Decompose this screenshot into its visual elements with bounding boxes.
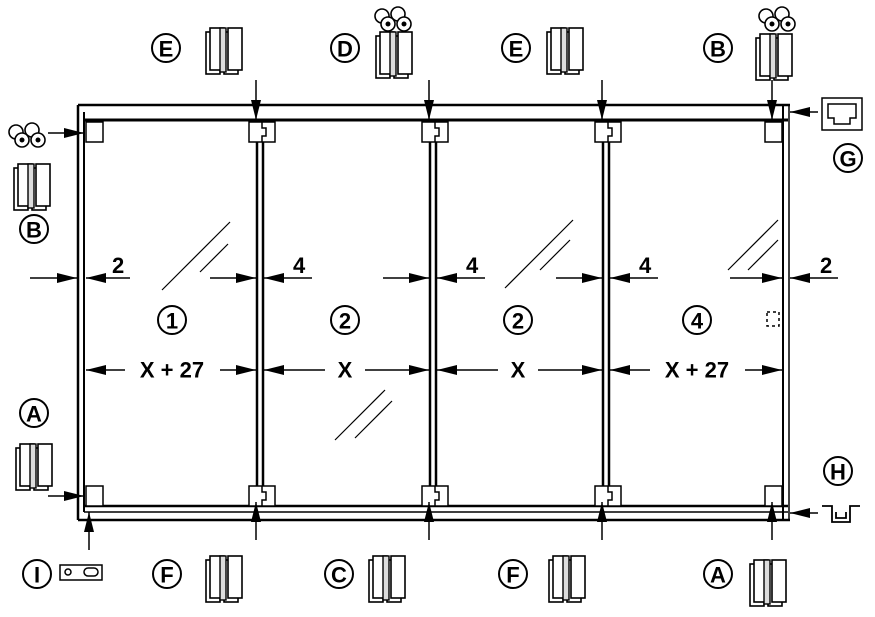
- width-panel-4: X + 27: [665, 358, 729, 383]
- svg-text:D: D: [337, 37, 353, 62]
- pivot-blocks: [85, 121, 783, 507]
- label-B-left: B: [19, 214, 49, 244]
- label-A-bottom-right: A: [703, 559, 733, 589]
- gap-1-2: 4: [293, 253, 306, 278]
- hinge-C-icon: [368, 555, 406, 603]
- hinge-A-left-icon: [15, 443, 53, 491]
- gap-2-4: 4: [639, 253, 652, 278]
- svg-text:E: E: [509, 37, 524, 62]
- label-F-bottom-right: F: [498, 559, 528, 589]
- svg-text:H: H: [830, 460, 846, 485]
- gap-right: 2: [820, 253, 832, 278]
- label-H-right: H: [823, 456, 853, 486]
- rail-profile-H-icon: [822, 505, 860, 523]
- pointer-arrows: [48, 80, 818, 550]
- svg-text:F: F: [506, 563, 519, 588]
- svg-text:I: I: [34, 563, 40, 588]
- label-D-top: D: [330, 33, 360, 63]
- hinge-F-right-icon: [548, 555, 586, 603]
- label-I-bottom: I: [22, 559, 52, 589]
- panel-dividers: [255, 140, 611, 488]
- hinge-F-icon: [205, 555, 243, 603]
- label-E-top-left: E: [151, 33, 181, 63]
- svg-text:2: 2: [339, 309, 351, 334]
- hinge-A-right-icon: [749, 559, 787, 607]
- svg-text:A: A: [26, 402, 42, 427]
- floor-plate-I-icon: [59, 564, 103, 581]
- svg-text:G: G: [839, 147, 856, 172]
- rail-profile-G-icon: [821, 97, 863, 131]
- roller-B-left-icon: [8, 122, 46, 148]
- label-F-bottom-left: F: [152, 559, 182, 589]
- hinge-E-right-icon: [546, 27, 584, 75]
- label-B-top-right: B: [703, 33, 733, 63]
- svg-text:E: E: [159, 37, 174, 62]
- label-E-top-right: E: [501, 33, 531, 63]
- width-panel-2b: X: [511, 358, 526, 383]
- gap-left: 2: [112, 253, 124, 278]
- panel-number-4: 4: [682, 305, 712, 335]
- svg-text:B: B: [26, 218, 42, 243]
- hinge-D-icon: [375, 31, 413, 79]
- svg-text:A: A: [710, 563, 726, 588]
- label-A-left: A: [19, 398, 49, 428]
- width-panel-1: X + 27: [140, 358, 204, 383]
- svg-text:B: B: [710, 37, 726, 62]
- label-C-bottom: C: [324, 559, 354, 589]
- gap-2-2: 4: [466, 253, 479, 278]
- svg-text:4: 4: [691, 309, 704, 334]
- label-G-right: G: [833, 143, 863, 173]
- svg-text:F: F: [160, 563, 173, 588]
- hinge-E-icon: [205, 27, 243, 75]
- svg-text:1: 1: [166, 309, 178, 334]
- panel-number-1: 1: [157, 305, 187, 335]
- roller-D-icon: [374, 6, 412, 32]
- roller-B-icon: [758, 6, 796, 32]
- glass-reflections: [161, 219, 779, 441]
- width-panel-2a: X: [338, 358, 353, 383]
- svg-text:C: C: [331, 563, 347, 588]
- hinge-B-left-icon: [13, 163, 51, 211]
- panel-number-2a: 2: [330, 305, 360, 335]
- svg-text:2: 2: [512, 309, 524, 334]
- hinge-B-icon: [755, 33, 793, 81]
- panel-number-2b: 2: [503, 305, 533, 335]
